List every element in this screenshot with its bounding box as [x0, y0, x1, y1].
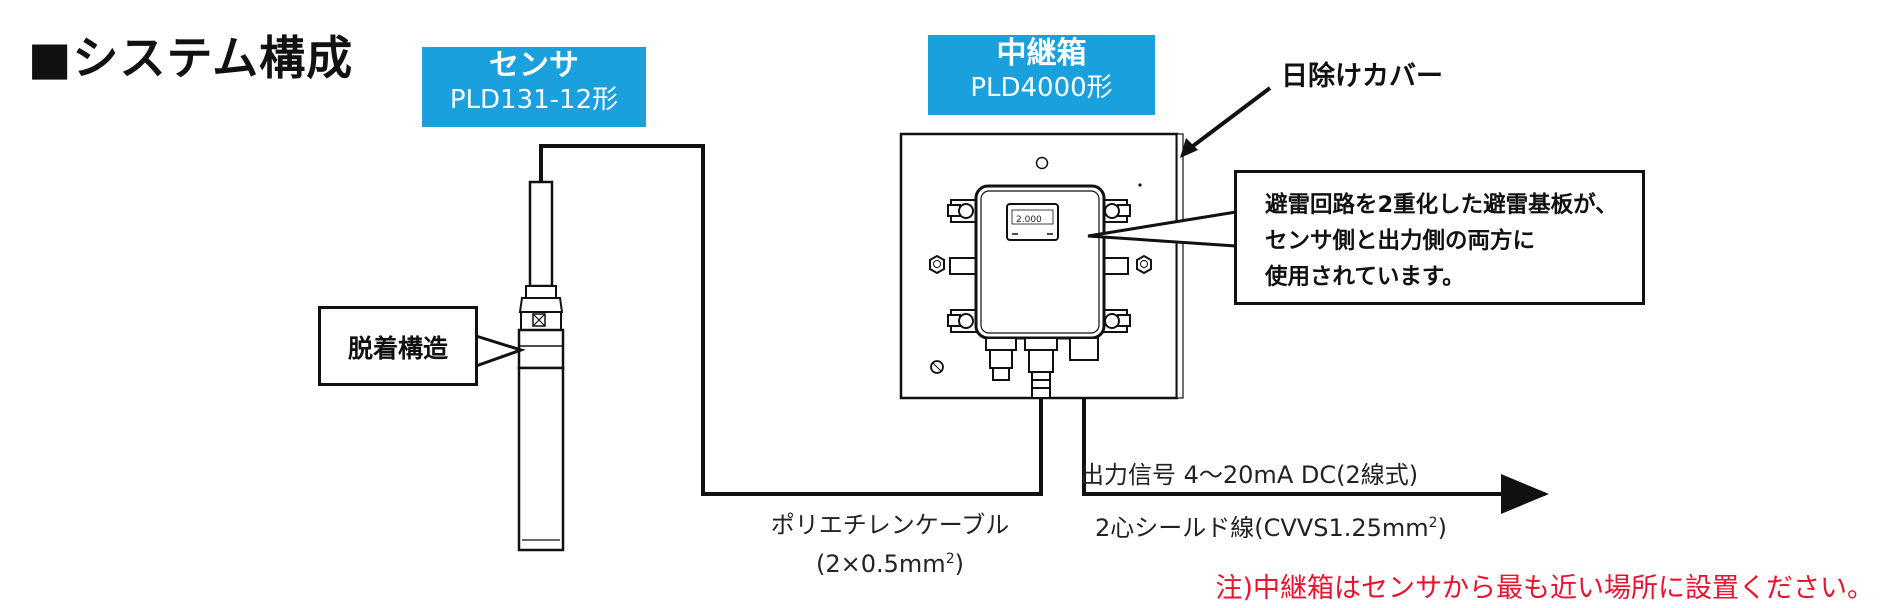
- shield-wire-label: 2心シールド線(CVVS1.25mm2): [1095, 514, 1447, 542]
- detach-callout-pointer: [475, 334, 526, 368]
- board-callout-pointer: [1087, 210, 1237, 248]
- relay-box-tag: 中継箱 PLD4000形: [928, 35, 1155, 115]
- cable-spec: (2×0.5mm2): [816, 550, 964, 578]
- sensor-probe: [517, 180, 565, 552]
- sun-cover-label: 日除けカバー: [1281, 61, 1443, 92]
- sensor-name: センサ: [489, 48, 579, 83]
- polyethylene-cable: [539, 144, 1043, 496]
- cable-label: ポリエチレンケーブル (2×0.5mm2): [740, 508, 1040, 581]
- cable-glands: [985, 337, 1099, 399]
- installation-note: 注)中継箱はセンサから最も近い場所に設置ください。: [1215, 573, 1874, 604]
- board-callout-text: 避雷回路を2重化した避雷基板が、 センサ側と出力側の両方に 使用されています。: [1265, 187, 1618, 295]
- board-callout-line: 使用されています。: [1265, 264, 1465, 290]
- sensor-tag: センサ PLD131-12形: [422, 47, 646, 127]
- relay-display-value: 2.000: [1016, 215, 1042, 225]
- relay-box-name: 中継箱: [996, 36, 1087, 71]
- relay-box-model: PLD4000形: [970, 73, 1113, 103]
- sensor-model: PLD131-12形: [449, 85, 619, 115]
- detach-callout-box: [318, 306, 478, 386]
- board-callout-box: [1234, 170, 1645, 305]
- output-signal-label: 出力信号 4〜20mA DC(2線式): [1080, 461, 1419, 489]
- board-callout-line: 避雷回路を2重化した避雷基板が、: [1265, 192, 1618, 218]
- sun-cover-arrow: [1183, 86, 1272, 154]
- page-title: ■システム構成: [28, 31, 354, 85]
- relay-box-body: [974, 184, 1106, 340]
- cable-name: ポリエチレンケーブル: [770, 511, 1010, 539]
- board-callout-line: センサ側と出力側の両方に: [1265, 228, 1536, 254]
- detach-callout-text: 脱着構造: [347, 334, 448, 363]
